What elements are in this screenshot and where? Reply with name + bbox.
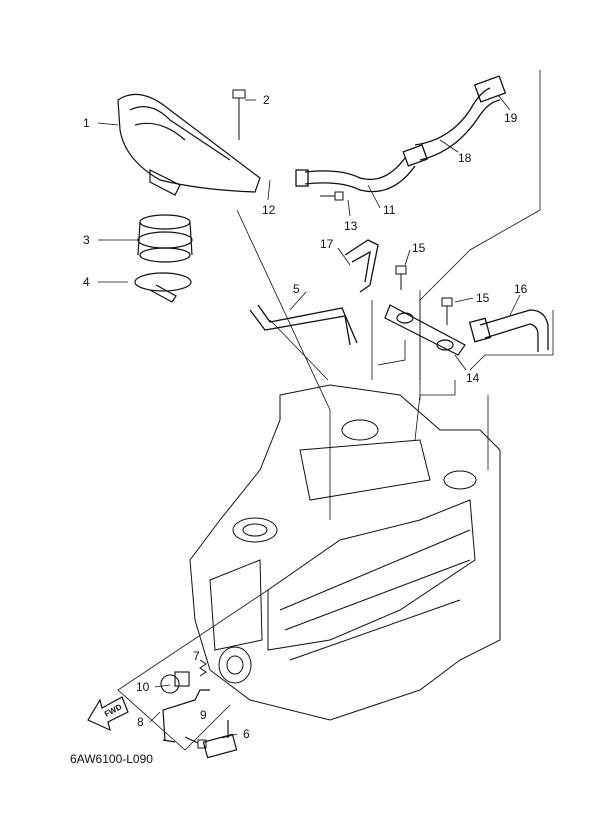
callout-14: 14	[466, 371, 480, 385]
part-4-clamp	[134, 272, 192, 303]
part-7-spring	[199, 659, 207, 677]
callout-6: 6	[243, 727, 250, 741]
part-14-fitting	[384, 304, 466, 356]
callout-19: 19	[504, 111, 518, 125]
callout-8: 8	[137, 715, 144, 729]
callout-13: 13	[344, 219, 358, 233]
callout-15b: 15	[476, 291, 490, 305]
fwd-arrow	[87, 696, 129, 732]
part-15-bolts	[395, 265, 453, 325]
engine-block	[189, 384, 501, 721]
callout-3: 3	[83, 233, 90, 247]
callout-12: 12	[262, 203, 276, 217]
part-13-screw	[320, 191, 344, 201]
callout-11: 11	[383, 203, 396, 217]
callout-17: 17	[320, 237, 334, 251]
part-5-hose	[249, 304, 358, 346]
callout-9: 9	[200, 708, 207, 722]
callout-5: 5	[293, 282, 300, 296]
part-10-valve	[160, 671, 190, 694]
hose-17	[344, 239, 379, 293]
callout-1: 1	[83, 116, 90, 130]
callout-7: 7	[193, 649, 200, 663]
hose-16	[468, 309, 549, 352]
part-3-grommet	[137, 214, 193, 263]
hose-18-19	[402, 75, 507, 167]
callout-4: 4	[83, 275, 90, 289]
part-8-bracket	[162, 689, 210, 743]
part-2-bolt	[232, 89, 246, 140]
part-9-screw	[184, 736, 207, 749]
callout-2: 2	[263, 93, 270, 107]
callout-10: 10	[136, 680, 150, 694]
leader-lines	[97, 70, 554, 751]
callout-16: 16	[514, 282, 528, 296]
part-1-intake-cover	[117, 93, 261, 196]
callout-15a: 15	[412, 241, 426, 255]
hose-11	[295, 157, 416, 193]
callout-18: 18	[458, 151, 472, 165]
part-6-sensor	[202, 720, 238, 759]
diagram-code: 6AW6100-L090	[70, 752, 153, 766]
